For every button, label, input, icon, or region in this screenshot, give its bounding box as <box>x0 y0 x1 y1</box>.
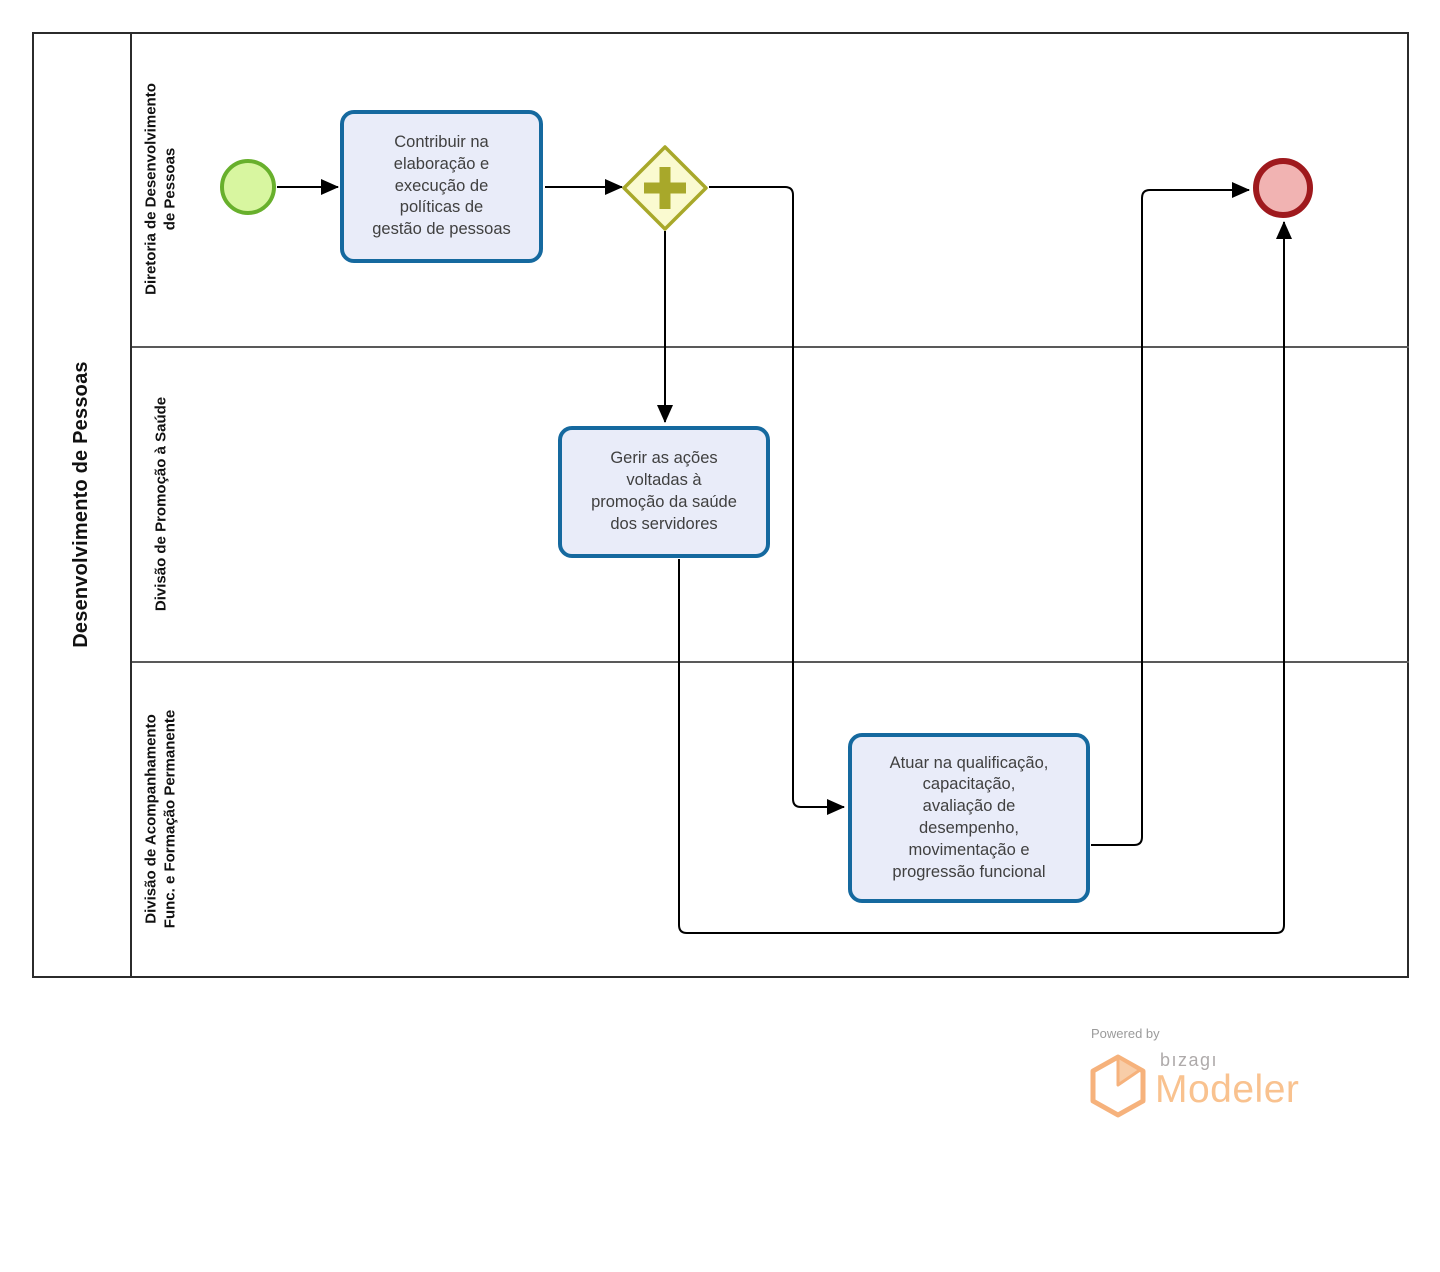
task-gerir-acoes-saude[interactable]: Gerir as ações voltadas à promoção da sa… <box>558 426 770 558</box>
end-event[interactable] <box>1253 158 1313 218</box>
parallel-gateway-plus-icon <box>644 167 686 209</box>
flow-task3-to-end <box>1091 182 1250 846</box>
task-text-line: voltadas à <box>626 471 702 490</box>
flow-task2-to-end <box>678 221 1292 934</box>
bizagi-modeler-logo[interactable]: Powered by bızagı Modeler <box>1088 1024 1368 1134</box>
task-text-line: execução de <box>394 176 489 195</box>
task-text-line: Contribuir na <box>394 133 489 152</box>
task-text-line: avaliação de <box>922 797 1016 816</box>
flow-gateway-to-task3 <box>709 186 845 815</box>
task-text-line: movimentação e <box>908 840 1030 859</box>
task-text-line: promoção da saúde <box>591 493 737 511</box>
task-atuar-qualificacao[interactable]: Atuar na qualificação, capacitação, aval… <box>848 733 1090 903</box>
task-text-line: progressão funcional <box>892 862 1046 881</box>
task-text-line: políticas de <box>399 198 484 217</box>
powered-by-text: Powered by <box>1091 1026 1160 1041</box>
task-text-line: desempenho, <box>919 819 1019 837</box>
task-text-line: Gerir as ações <box>610 449 718 468</box>
task-text-line: gestão de pessoas <box>372 220 511 239</box>
pool-border <box>32 32 1409 978</box>
start-event[interactable] <box>220 159 276 215</box>
bizagi-hexagon-icon <box>1090 1054 1146 1118</box>
task-text-line: Atuar na qualificação, <box>889 753 1049 772</box>
task-text-line: elaboração e <box>393 154 490 173</box>
modeler-product-text: Modeler <box>1155 1068 1300 1111</box>
task-text-line: capacitação, <box>922 775 1016 794</box>
lane-divider-2 <box>132 661 1409 663</box>
lane-divider-1 <box>132 346 1409 348</box>
pool-label-separator <box>130 32 132 978</box>
task-text-line: dos servidores <box>610 514 718 533</box>
task-contribuir-politicas[interactable]: Contribuir na elaboração e execução de p… <box>340 110 543 263</box>
bizagi-brand-text: bızagı <box>1160 1050 1219 1070</box>
